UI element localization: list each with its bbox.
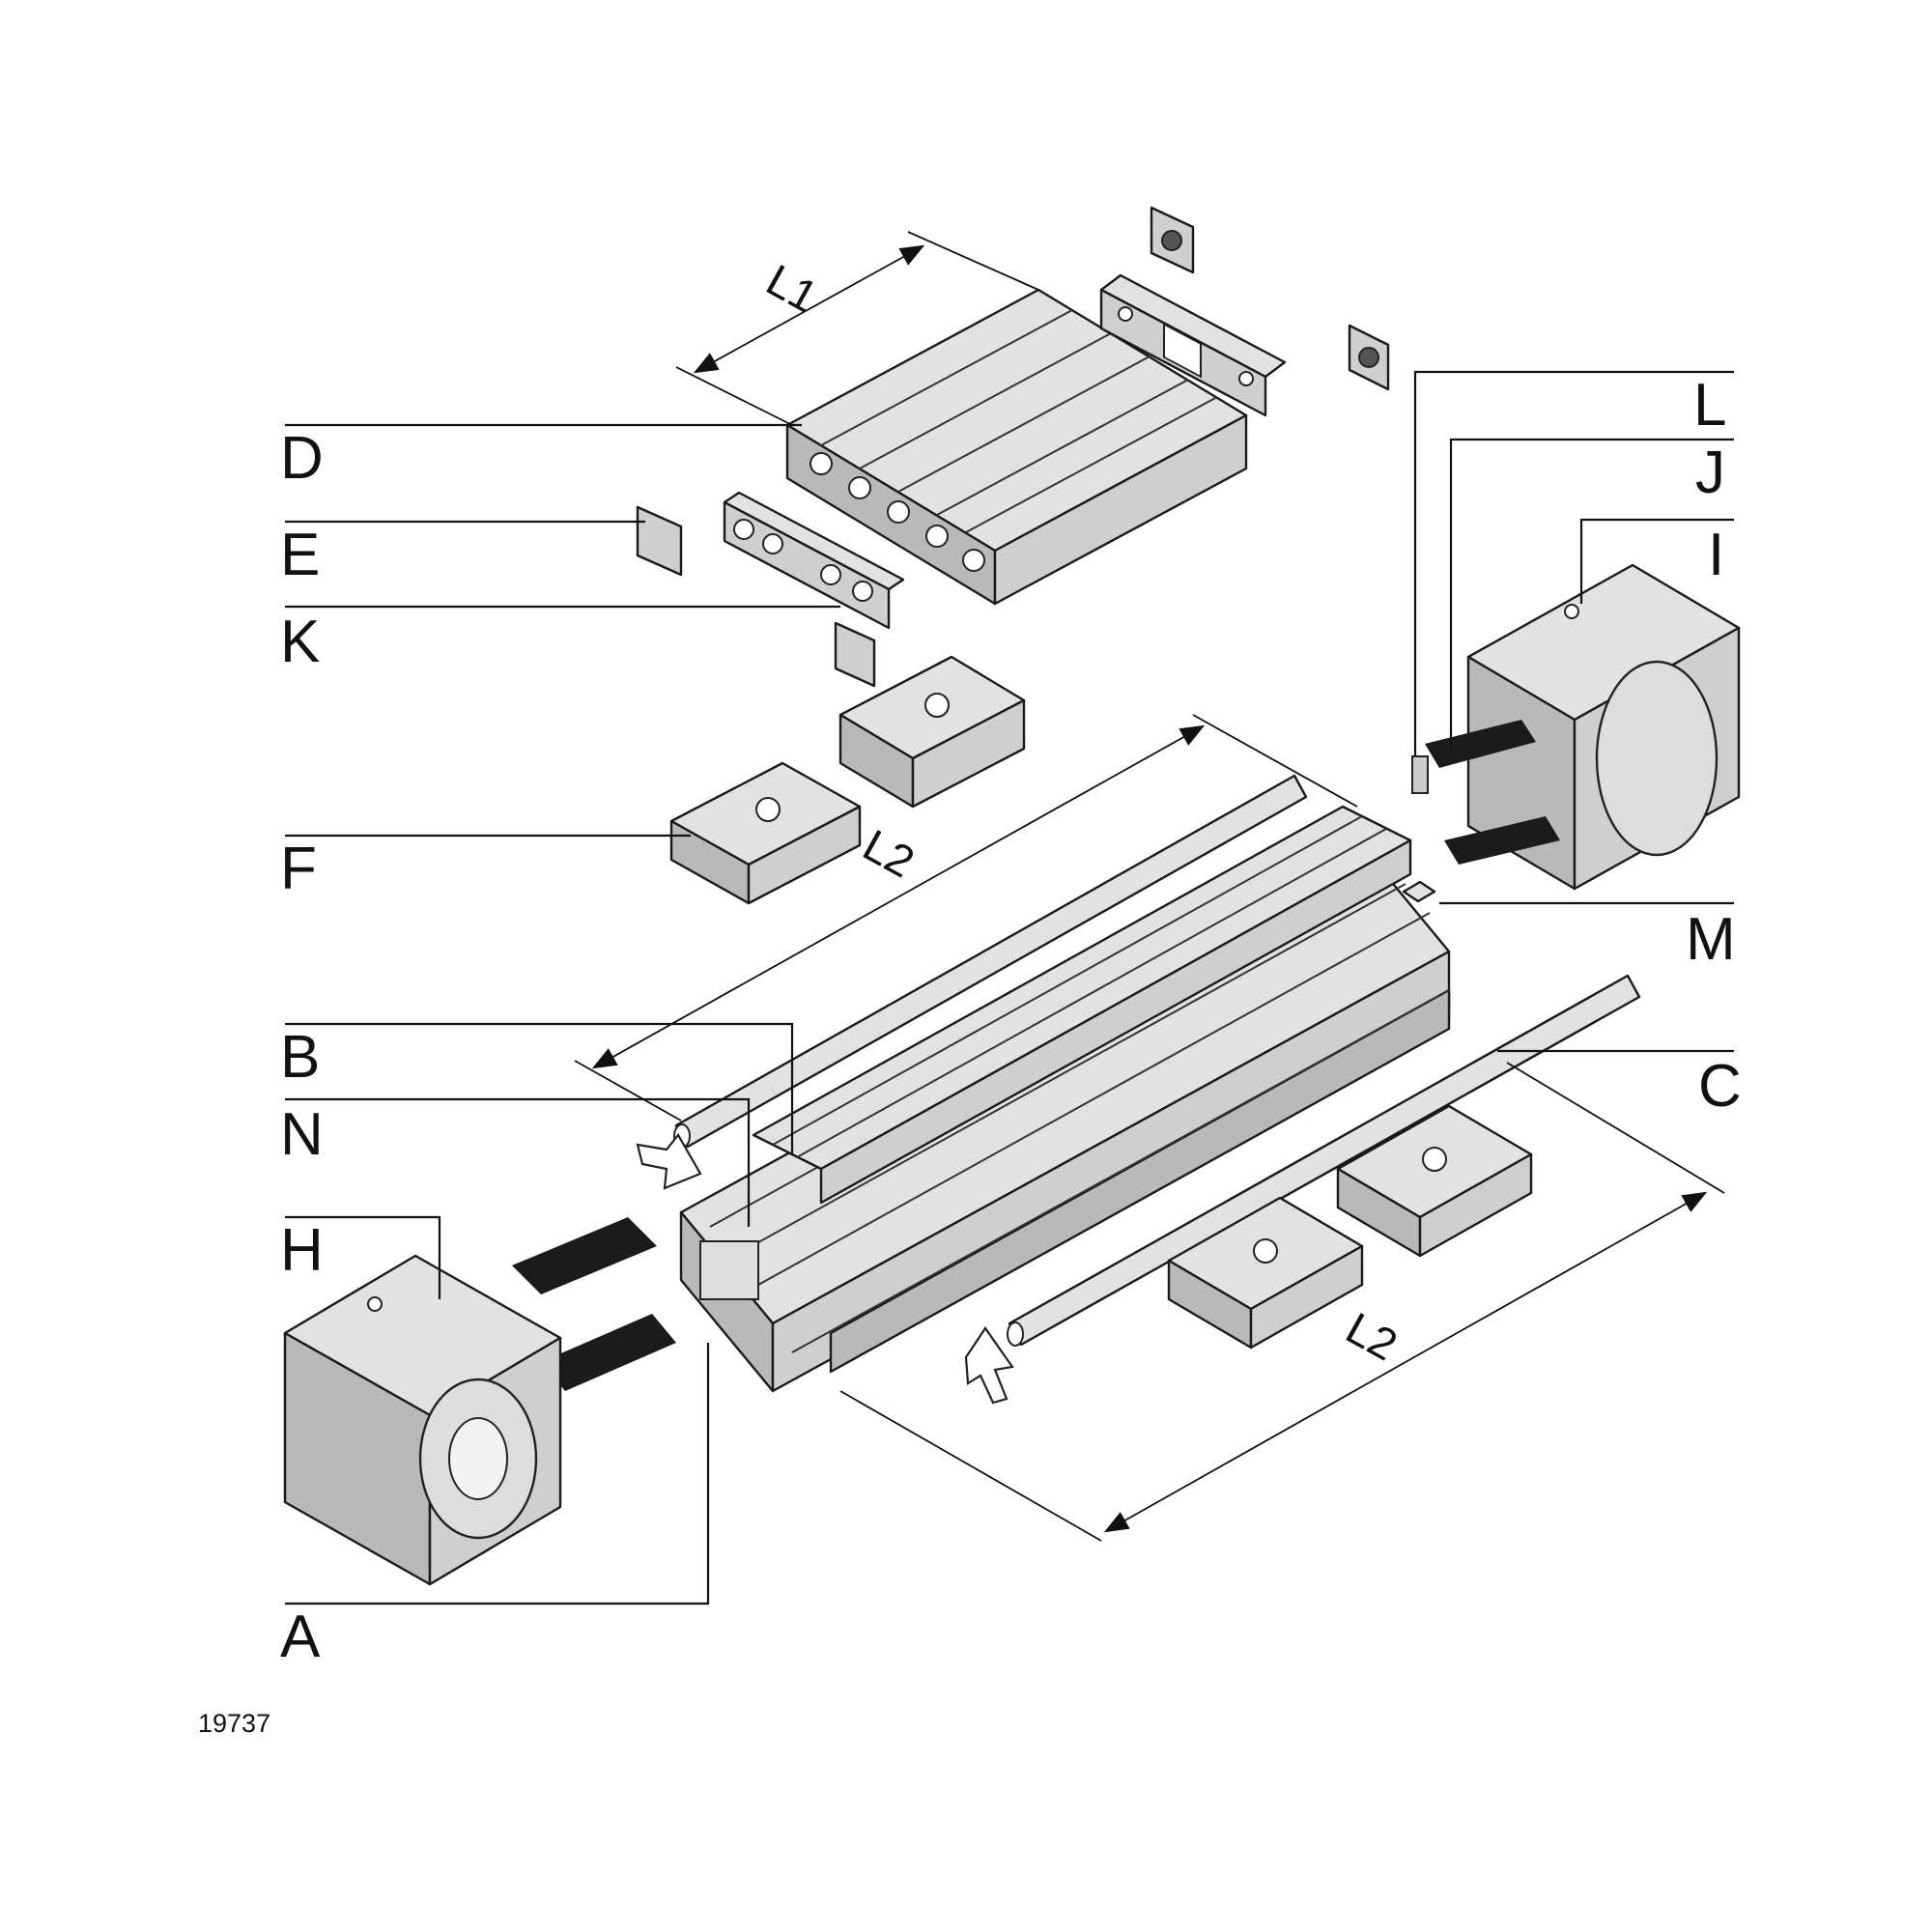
profile-stack-d [785,288,1248,606]
label-f: F [280,836,317,902]
end-plate-top [1099,273,1287,417]
label-h: H [280,1217,324,1284]
label-a: A [280,1604,321,1670]
label-d: D [280,425,324,492]
cap-e [636,505,683,577]
label-n: N [280,1101,324,1168]
square-plate-upper [1150,206,1195,274]
leader-j [1449,438,1734,749]
carriage-f-lower [669,761,862,905]
belt-lower-left-lower [541,1314,676,1391]
nut-m [1402,880,1436,903]
cap-k [834,621,876,688]
dimension-l2-lower [839,1062,1725,1542]
square-plate-right [1348,324,1390,391]
label-e: E [280,522,320,588]
dimension-l2-upper [574,714,1358,1122]
insert-arrow-lower [964,1326,1014,1405]
dim-label-l2-lower: L2 [1338,1302,1406,1370]
label-b: B [280,1024,320,1091]
leader-b [285,1022,794,1154]
belt-lower-left-upper [512,1217,657,1294]
screw-l [1411,755,1429,794]
dim-label-l1: L1 [758,254,826,322]
label-m: M [1686,906,1736,973]
leader-a [285,1343,710,1605]
dim-label-l2-upper: L2 [855,819,923,887]
leader-i [1579,518,1734,604]
leader-n [285,1097,751,1227]
label-l: L [1693,372,1726,439]
dimension-l1 [675,231,1039,426]
label-i: I [1708,522,1724,588]
main-profile-a [679,838,1451,1393]
end-plate-k [723,491,905,630]
leader-h [285,1215,441,1299]
label-c: C [1698,1053,1742,1120]
drive-head-h [283,1254,562,1586]
label-k: K [280,609,320,675]
belt-j-lower [1444,816,1560,865]
leader-l [1413,370,1734,756]
figure-number: 19737 [198,1709,270,1738]
label-j: J [1695,440,1725,506]
belt-j-upper [1425,720,1536,768]
insert-arrow-upper [636,1133,702,1190]
